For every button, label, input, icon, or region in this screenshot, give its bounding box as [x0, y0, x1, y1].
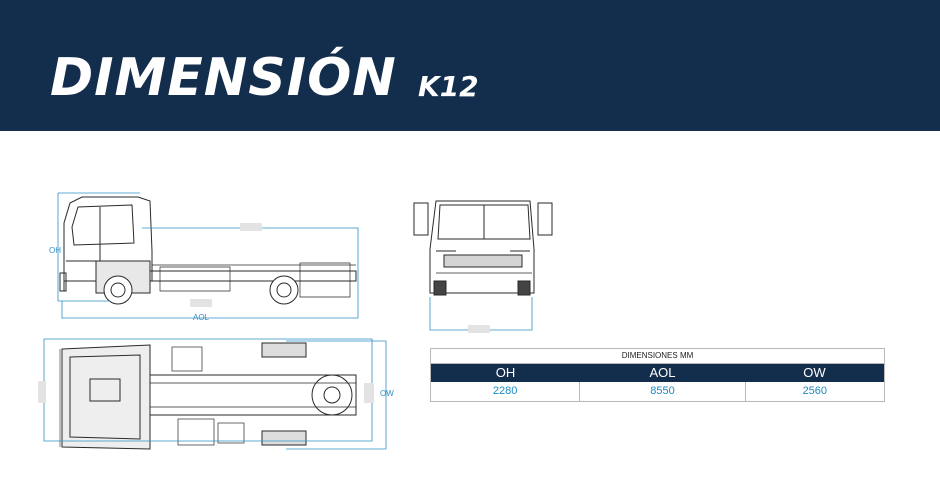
truck-side-view — [59, 196, 357, 305]
label-placeholder — [468, 325, 490, 333]
value-oh: 2280 — [431, 382, 581, 401]
header-banner — [0, 0, 940, 131]
ow-label: OW — [380, 389, 394, 398]
label-placeholder — [190, 299, 212, 307]
page-title: DIMENSIÓN — [50, 48, 397, 108]
model-name: K12 — [418, 70, 479, 103]
table-header-row: OH AOL OW — [431, 364, 884, 382]
value-ow: 2560 — [802, 385, 828, 397]
label-placeholder — [364, 383, 374, 403]
label-placeholder — [240, 223, 262, 231]
ow-dimension-line — [43, 338, 387, 450]
column-header-ow: OW — [803, 365, 826, 380]
table-caption: DIMENSIONES MM — [431, 349, 884, 364]
oh-label: OH — [49, 246, 61, 255]
truck-front-view — [413, 200, 553, 296]
value-aol: 8550 — [580, 382, 746, 401]
column-header-oh: OH — [495, 365, 516, 380]
table-row: 2280 8550 2560 — [431, 382, 884, 401]
column-header-aol: AOL — [649, 365, 676, 380]
aol-label: AOL — [193, 313, 210, 322]
oh-dimension-line — [57, 192, 140, 302]
truck-top-view — [59, 342, 357, 450]
dimensions-table: DIMENSIONES MM OH AOL OW 2280 8550 2560 — [430, 348, 885, 402]
label-placeholder — [38, 381, 46, 403]
truck-dimension-drawing — [38, 192, 553, 450]
aol-dimension-line — [61, 227, 359, 319]
